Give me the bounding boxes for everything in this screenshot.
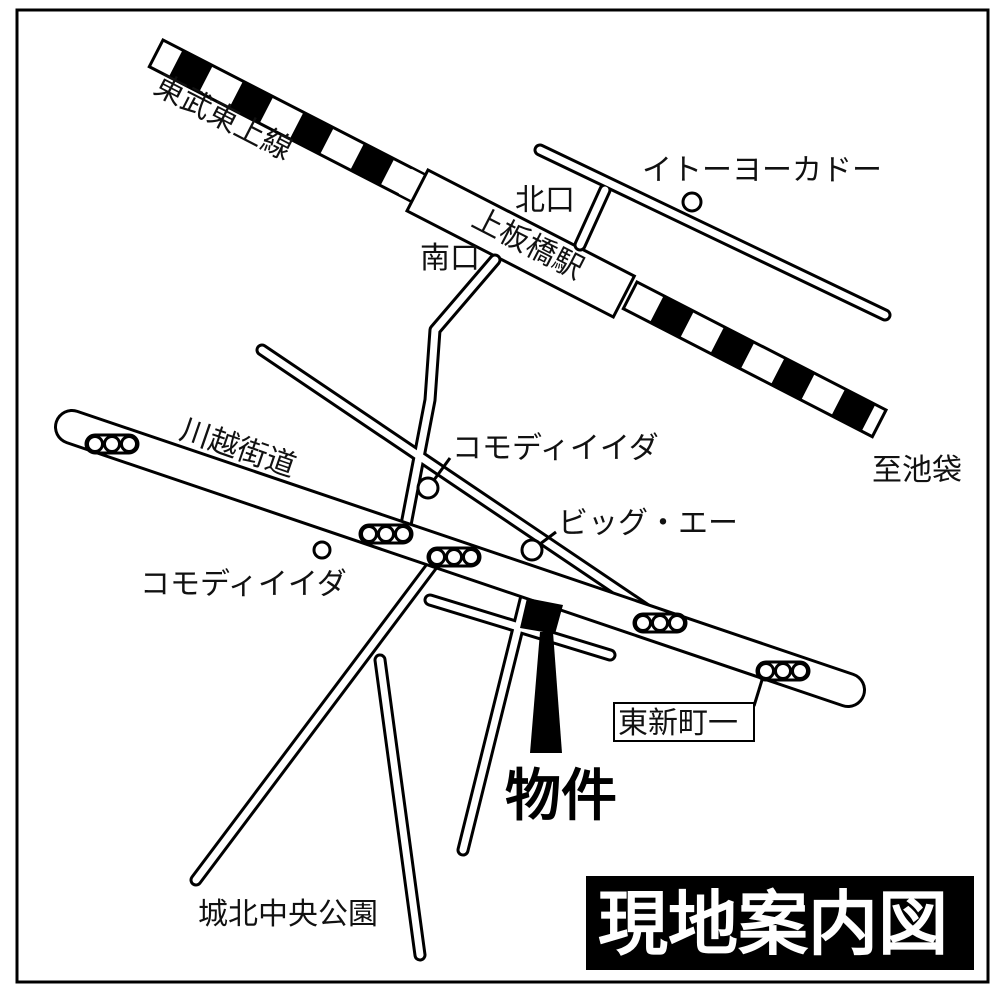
traffic-signal-icon [84,433,140,455]
circle-marker-icon [416,476,440,500]
circle-marker-icon [681,191,703,213]
map-title: 現地案内図 [598,883,948,965]
circle-marker-icon [520,538,544,562]
landmark-label-ito-yokado: イトーヨーカドー [642,153,882,188]
map-frame [15,8,990,984]
direction-label: 至池袋 [872,453,962,488]
title-block [586,876,974,970]
intersection-label: 東新町一 [618,706,738,741]
landmark-label-comodi-iida-north: コモディイイダ [452,431,659,466]
station-building [404,167,637,319]
circle-marker-icon [312,540,332,560]
traffic-signal-icon [632,612,688,634]
property-label: 物件 [505,764,617,829]
railway-line [147,37,889,439]
north-exit-label: 北口 [515,183,575,218]
traffic-signal-icon [358,523,414,545]
south-exit-label: 南口 [420,241,480,276]
intersection-label-box [613,702,755,742]
landmark-label-comodi-iida-south: コモディイイダ [140,567,347,602]
property-pin-icon [520,598,563,753]
landmark-label-big-a: ビッグ・エー [558,506,738,541]
traffic-signal-icon [426,546,482,568]
traffic-signal-icon [755,660,811,682]
landmark-label-park: 城北中央公園 [198,897,378,932]
